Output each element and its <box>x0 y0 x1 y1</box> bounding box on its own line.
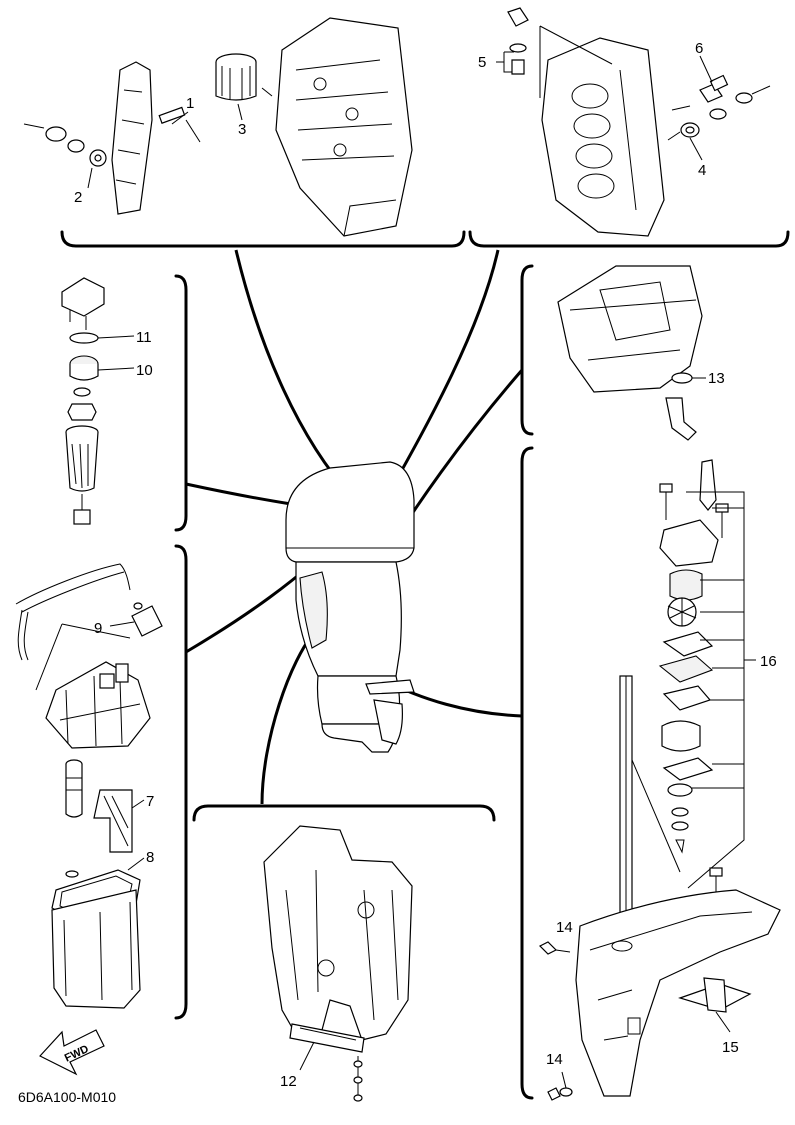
oil-strainer-pipe <box>665 397 697 441</box>
trim-tab-part-15 <box>678 977 752 1033</box>
group-right-upper <box>557 265 706 441</box>
callout-13: 13 <box>708 370 725 387</box>
bracket-left-upper <box>174 274 188 532</box>
fuel-filter-part-9 <box>109 602 163 637</box>
group-right-lower <box>538 459 781 1101</box>
oil-pan <box>557 265 703 393</box>
outer-plate-cartridge <box>658 655 714 683</box>
outboard-motor <box>285 461 415 753</box>
callout-9: 9 <box>94 620 102 637</box>
drawing-code: 6D6A100-M010 <box>18 1089 116 1105</box>
callout-3: 3 <box>238 121 246 138</box>
group-left-lower <box>15 563 163 1009</box>
callout-11: 11 <box>136 329 152 346</box>
pump-gasket <box>662 631 714 657</box>
callout-6: 6 <box>695 40 703 57</box>
bracket-right-lower <box>520 446 534 1100</box>
motor-anti-cavitation-plate <box>365 679 415 695</box>
bolt-assembly-left <box>23 123 85 153</box>
group-left-upper <box>61 277 135 525</box>
fuel-filter-element <box>65 425 99 492</box>
bracket-top-right <box>468 230 790 248</box>
float-chamber <box>51 889 141 1009</box>
o-ring-lower <box>667 783 693 797</box>
upper-casing <box>263 825 413 1041</box>
pump-base <box>661 720 701 752</box>
fuel-pump <box>65 759 83 818</box>
motor-top-cowling <box>285 461 415 563</box>
callouts: 1 2 3 4 5 6 7 8 9 10 11 12 13 14 14 15 1… <box>74 40 777 1090</box>
anode-part-2 <box>89 149 107 167</box>
impeller <box>667 597 697 627</box>
callout-14-lower: 14 <box>546 1051 563 1068</box>
group-top-right <box>496 7 771 237</box>
cylinder-block <box>275 17 413 237</box>
water-pump-housing <box>659 519 719 567</box>
bracket-left-lower <box>174 544 188 1020</box>
screw-part-14-lower <box>547 1071 573 1101</box>
screw-part-14-upper <box>538 941 571 955</box>
callout-2: 2 <box>74 189 82 206</box>
fwd-arrow: FWD <box>39 1029 105 1076</box>
anode-clip <box>158 106 186 124</box>
bolt-assembly-right <box>709 85 771 120</box>
group-bottom-center <box>263 825 413 1102</box>
callout-8: 8 <box>146 849 154 866</box>
cylinder-head <box>541 37 665 237</box>
callout-10: 10 <box>136 362 153 379</box>
callout-12: 12 <box>280 1073 297 1090</box>
gasket-part-13 <box>671 372 693 384</box>
lower-casing <box>575 889 781 1097</box>
motor-skeg <box>373 699 403 745</box>
plug-part-4 <box>680 122 703 161</box>
callout-1: 1 <box>186 95 194 112</box>
bracket-top-left <box>60 230 466 248</box>
callout-4: 4 <box>698 162 706 179</box>
exhaust-guide-plate <box>111 61 153 215</box>
group-top-left <box>23 17 413 237</box>
callout-14-upper: 14 <box>556 919 573 936</box>
impeller-insert <box>669 569 703 601</box>
fuel-hose <box>15 563 131 613</box>
callout-5: 5 <box>478 54 486 71</box>
connector-bottom-center <box>260 629 318 805</box>
callout-16: 16 <box>760 653 777 670</box>
fuel-strainer-part-7 <box>93 789 145 853</box>
nut <box>67 403 97 421</box>
thermostat-part-10 <box>69 355 135 381</box>
callout-15: 15 <box>722 1039 739 1056</box>
o-ring-part-11 <box>69 332 99 344</box>
sensor-part-6 <box>699 55 729 103</box>
thermostat-fitting-part-5 <box>496 7 529 75</box>
filter-connector <box>73 509 91 525</box>
bracket-bottom-center <box>192 804 496 822</box>
fwd-arrow-shape <box>39 1029 105 1076</box>
mount-plate-part-12 <box>289 1023 365 1071</box>
oil-filter-part-3 <box>215 53 273 101</box>
part-16-bracket <box>686 491 756 889</box>
callout-7: 7 <box>146 793 154 810</box>
motor-clamp-bracket <box>299 571 328 649</box>
bracket-right-upper <box>520 264 534 436</box>
base-gasket <box>662 757 714 781</box>
vapor-separator <box>45 661 151 749</box>
thermostat-cover <box>61 277 105 330</box>
water-tube <box>699 459 717 511</box>
connector-top-left <box>234 249 354 499</box>
pump-plate <box>662 685 712 711</box>
connector-top-right <box>386 249 500 496</box>
drive-shaft <box>619 675 633 937</box>
group-brackets <box>60 230 790 1100</box>
